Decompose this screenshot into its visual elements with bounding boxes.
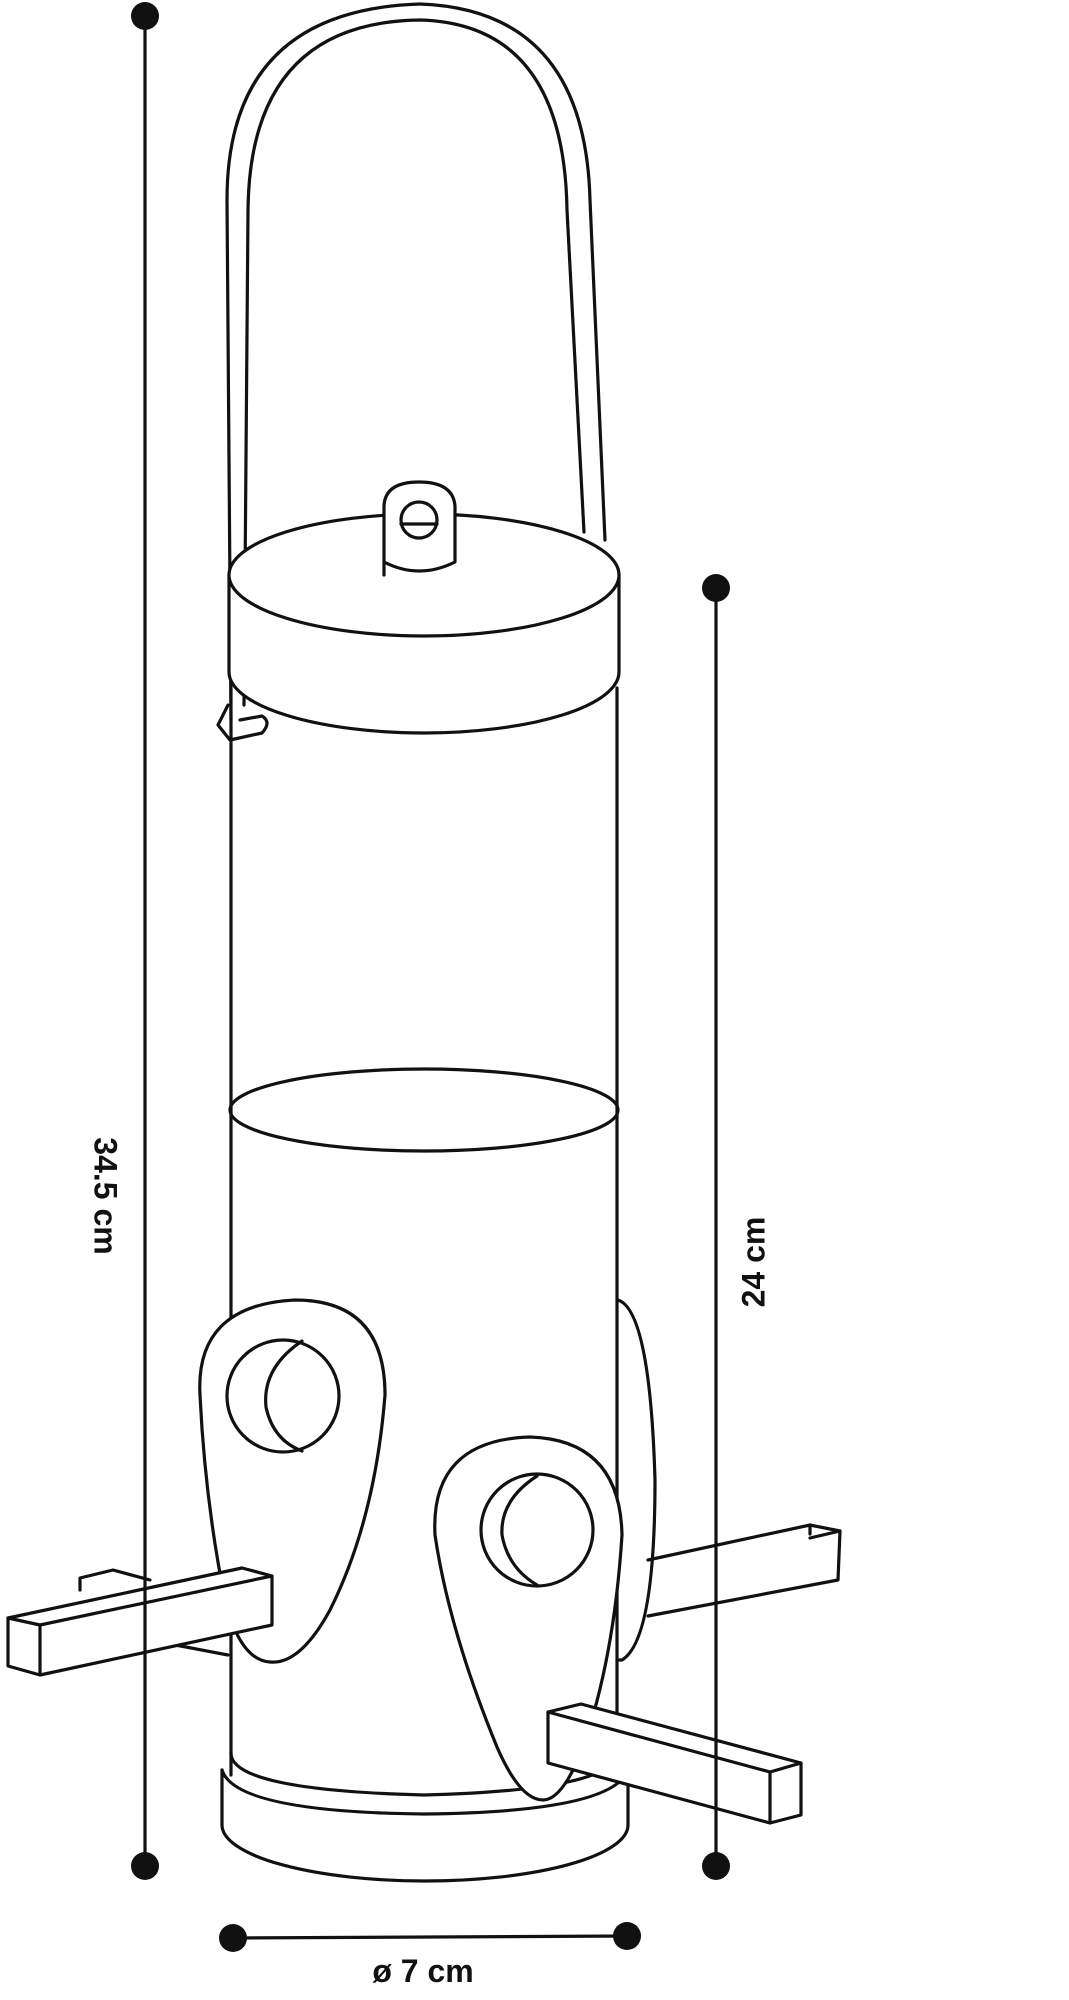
perch-back-right [646, 1523, 842, 1618]
dimension-tube-height: 24 cm [702, 574, 771, 1880]
dimension-diameter-label: ø 7 cm [372, 1953, 473, 1989]
dimension-total-height-label: 34.5 cm [88, 1137, 124, 1254]
bird-feeder-icon [6, 2, 842, 1883]
dimension-total-height: 34.5 cm [88, 2, 159, 1880]
dimension-diameter: ø 7 cm [219, 1922, 641, 1989]
perch-front-right [546, 1702, 803, 1825]
dimension-tube-height-label: 24 cm [735, 1217, 771, 1308]
feeder-lid [227, 480, 621, 735]
perch-left [6, 1566, 274, 1677]
hanger-handle [216, 2, 607, 742]
feeding-port-back-right [616, 1298, 657, 1662]
